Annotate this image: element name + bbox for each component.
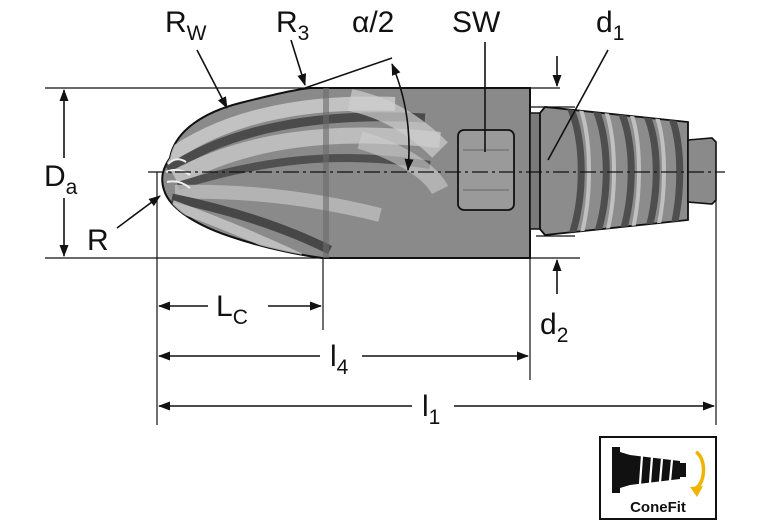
- label-d1: d1: [596, 6, 624, 45]
- neck: [529, 112, 541, 230]
- label-rw-main: R: [165, 6, 187, 39]
- label-l4-main: l: [330, 340, 337, 373]
- label-r3-sub: 3: [298, 22, 310, 45]
- label-d1-sub: 1: [613, 22, 625, 45]
- label-r3-main: R: [276, 6, 298, 39]
- label-l4: l4: [330, 340, 349, 379]
- label-d2-main: d: [540, 308, 557, 341]
- label-l1: l1: [422, 390, 440, 429]
- label-l4-sub: 4: [337, 356, 349, 379]
- label-r3: R3: [276, 6, 309, 45]
- label-d1-main: d: [596, 6, 613, 39]
- label-da-main: D: [44, 160, 66, 193]
- dimension-lines: [59, 39, 715, 411]
- label-da: Da: [44, 160, 78, 199]
- conefit-badge-label: ConeFit: [630, 499, 686, 516]
- label-alpha-half: α/2: [352, 6, 394, 39]
- labels: RW R3 α/2 SW d1 Da R LC d2 l4 l1: [44, 6, 624, 429]
- label-rw-sub: W: [187, 22, 207, 45]
- pilot: [687, 137, 717, 205]
- label-lc: LC: [216, 290, 248, 329]
- label-r: R: [87, 224, 109, 257]
- label-rw: RW: [165, 6, 207, 45]
- label-l1-sub: 1: [429, 406, 441, 429]
- wrench-flat-sw: [457, 129, 515, 211]
- conefit-thread-icon: [612, 447, 706, 497]
- label-lc-main: L: [216, 290, 233, 323]
- label-sw: SW: [452, 6, 501, 39]
- label-l1-main: l: [422, 390, 429, 423]
- threaded-shank: [529, 106, 717, 236]
- label-da-sub: a: [66, 176, 78, 199]
- tool-head: [161, 87, 531, 259]
- conefit-badge: ConeFit: [599, 436, 717, 520]
- label-lc-sub: C: [233, 306, 248, 329]
- label-d2-sub: 2: [557, 324, 569, 347]
- label-d2: d2: [540, 308, 568, 347]
